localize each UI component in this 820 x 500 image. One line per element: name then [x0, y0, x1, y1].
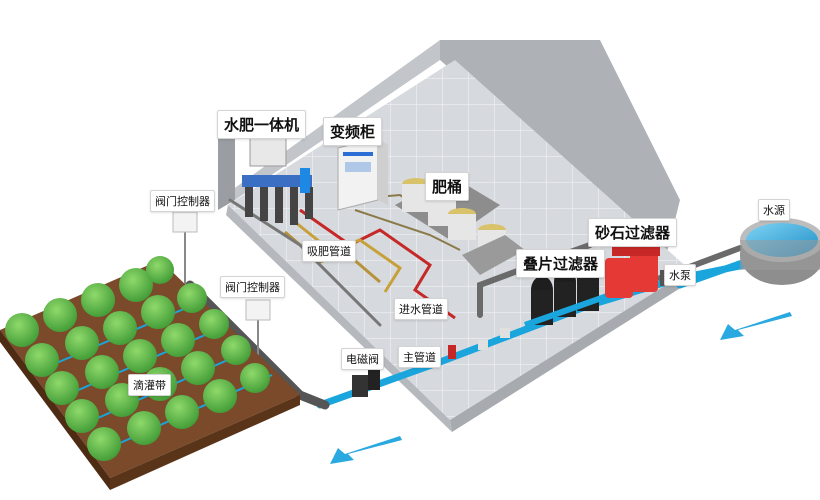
right-wall	[440, 40, 680, 260]
field-pipe-gray-2	[228, 198, 382, 327]
label-water-in: 进水	[743, 293, 770, 308]
fertigation-machine	[242, 137, 313, 225]
flow-arrows	[330, 312, 792, 464]
water-source-pond	[740, 218, 820, 285]
fertilizer-tanks	[395, 175, 525, 275]
sand-filters	[605, 246, 680, 298]
label-water-pump: 水泵	[664, 264, 696, 286]
water-in-arrow	[720, 312, 792, 340]
wall-left-face	[218, 120, 235, 210]
machine-controller	[249, 137, 287, 167]
water-out-arrow	[330, 436, 402, 464]
label-main-pipe: 主管道	[398, 346, 441, 368]
label-valve-controller-1: 阀门控制器	[150, 190, 215, 212]
label-valve-controller-2: 阀门控制器	[220, 276, 285, 298]
label-fertigation-machine: 水肥一体机	[217, 110, 307, 139]
red-pipe	[299, 208, 456, 320]
label-solenoid-valve: 电磁阀	[341, 348, 384, 370]
label-drip-tape: 滴灌带	[128, 374, 171, 396]
orchard-field	[0, 256, 300, 490]
label-fertilizer-tank: 肥桶	[425, 172, 470, 201]
label-water-out: 出水	[337, 413, 364, 428]
label-disc-filter: 叠片过滤器	[516, 249, 606, 278]
vfd-cabinet	[337, 137, 388, 211]
label-vfd-cabinet: 变频柜	[323, 117, 383, 146]
label-sand-filter: 砂石过滤器	[588, 218, 678, 247]
fruit-trees	[5, 256, 270, 461]
main-pipe-valves	[352, 328, 510, 397]
floor-edge-front	[450, 270, 690, 432]
label-inlet-pipe: 进水管道	[394, 298, 448, 320]
label-water-source: 水源	[758, 199, 790, 221]
label-suction-pipe: 吸肥管道	[302, 240, 356, 262]
suction-line-b	[354, 209, 461, 251]
